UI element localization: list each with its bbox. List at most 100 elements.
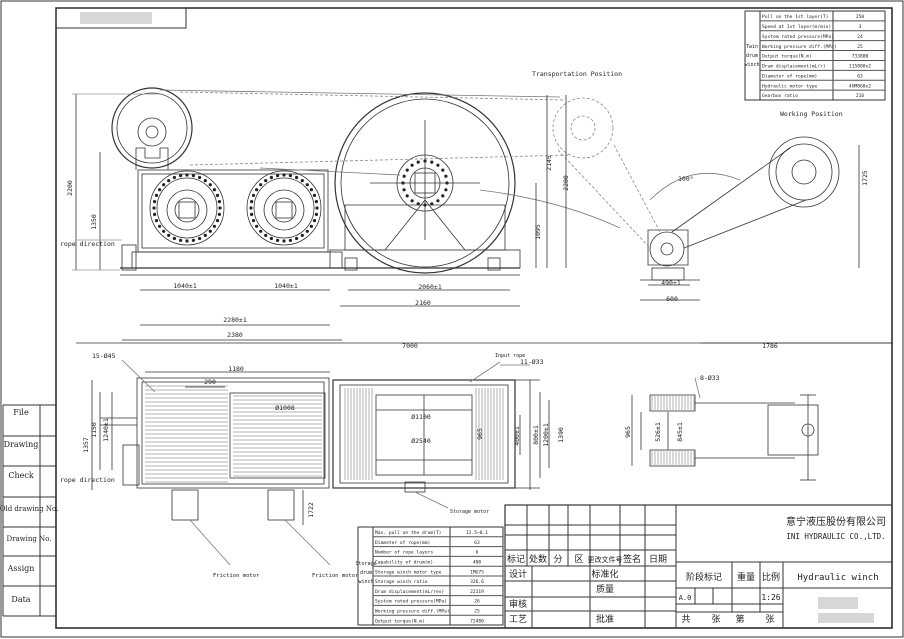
- bolt: [430, 202, 434, 206]
- spec-top-group-3: winch: [744, 62, 759, 68]
- dim-2145: 2145: [545, 155, 553, 171]
- spec_top-value: 3: [859, 24, 862, 30]
- spec_bottom-label: Drum displacement(mL/rev): [375, 589, 444, 595]
- side-label-drawing: Drawing: [4, 440, 39, 449]
- side-elevation-view: [72, 87, 893, 344]
- spec_top-value: 115800x2: [849, 64, 871, 70]
- dim-2160: 2160: [415, 299, 431, 307]
- bolt: [405, 168, 409, 172]
- tb-drawing-title: Hydraulic winch: [797, 573, 878, 583]
- bolt: [300, 233, 304, 237]
- spec-top-group-2: drum: [746, 53, 758, 59]
- bolt: [436, 163, 440, 167]
- bolt: [172, 175, 176, 180]
- label-rope-direction-bottom: rope direction: [60, 476, 115, 484]
- spec-bottom-group-3: winch: [358, 579, 373, 585]
- bolt: [444, 188, 448, 192]
- side-label-file: File: [13, 408, 29, 417]
- dim-2280: 2280±1: [223, 316, 247, 324]
- label-friction-motor-1: Friction motor: [213, 573, 260, 579]
- bolt: [158, 224, 162, 228]
- bolt: [185, 239, 189, 243]
- tb-header-zone: 区: [574, 554, 583, 565]
- bolt: [309, 224, 313, 228]
- spec_bottom-label: Storage winch ratio: [375, 579, 428, 585]
- bolt: [405, 194, 409, 198]
- spec_top-label: System rated pressure(MPa): [762, 34, 834, 40]
- title-block: [504, 504, 893, 629]
- spec_bottom-label: Number of rope layers: [375, 550, 433, 556]
- bolt: [198, 175, 202, 180]
- bolt: [154, 193, 159, 197]
- dim-7000: 7000: [402, 342, 418, 350]
- bolt: [154, 219, 159, 223]
- bolt: [203, 233, 207, 237]
- label-holes-left: 15-Ø45: [92, 352, 116, 360]
- tb-approve: 批准: [596, 613, 614, 625]
- dim-1095: 1095: [534, 224, 542, 240]
- bolt: [162, 229, 166, 233]
- dim-1100: Ø1100: [411, 413, 431, 421]
- bolt: [217, 212, 221, 216]
- spec-top-group-1: Twin: [746, 44, 758, 50]
- spec_top-value: 250: [856, 14, 865, 20]
- bolt: [288, 238, 292, 242]
- side-label-old-drawing: Old drawing No.: [0, 505, 58, 513]
- bolt: [250, 212, 254, 216]
- side-label-assign: Assign: [7, 564, 35, 573]
- bolt: [153, 212, 157, 216]
- tb-scale-value: 1:26: [761, 593, 780, 602]
- bolt: [269, 175, 273, 180]
- bolt: [158, 188, 162, 192]
- bolt: [410, 199, 414, 203]
- redacted-drawing-number: [818, 597, 858, 609]
- bolt: [269, 236, 273, 241]
- bolt: [250, 200, 254, 204]
- top-left-box: [55, 7, 187, 29]
- bolt: [312, 193, 317, 197]
- bolt: [217, 200, 221, 204]
- spec_top-label: Pull on the 1st layer(T): [762, 14, 828, 20]
- spec-bottom-group-1: Storage: [355, 561, 376, 567]
- tb-weight: 重量: [737, 571, 755, 583]
- dim-1040-a: 1040±1: [173, 282, 197, 290]
- spec_bottom-label: Output torque(N.m): [375, 618, 425, 624]
- bolt: [179, 174, 183, 178]
- label-storage-motor: Storage motor: [450, 509, 489, 515]
- dim-490: 490±1: [661, 279, 681, 287]
- bolt: [259, 229, 263, 233]
- dim-290: 290: [204, 378, 216, 386]
- bolt: [212, 188, 216, 192]
- bolt: [315, 206, 319, 210]
- dim-1040-b: 1040±1: [274, 282, 298, 290]
- label-friction-motor-2: Friction motor: [312, 573, 359, 579]
- bolt: [416, 160, 420, 164]
- tb-stage-value: A.0: [679, 594, 692, 602]
- spec_bottom-value: 63: [474, 540, 480, 546]
- tb-header-count: 处数: [529, 553, 547, 565]
- tb-scale: 比例: [762, 571, 780, 583]
- tb-sheet-total: 共: [681, 614, 690, 625]
- side-label-strip: [2, 404, 56, 617]
- dim-965-right: 965: [624, 426, 632, 438]
- spec-bottom-group-2: drum: [360, 570, 372, 576]
- label-working-position: Working Position: [780, 110, 843, 118]
- bolt: [167, 233, 171, 237]
- bolt: [312, 219, 317, 223]
- spec_top-value: 63: [857, 73, 863, 79]
- dim-1722: 1722: [307, 502, 315, 518]
- bolt: [251, 193, 256, 197]
- bolt: [445, 181, 449, 185]
- dim-845: 845±1: [676, 422, 684, 442]
- tb-sheet-unit-2: 张: [765, 614, 774, 625]
- dim-2540: Ø2540: [411, 437, 431, 445]
- dim-2060: 2060±1: [418, 283, 442, 291]
- dim-526: 526±1: [654, 422, 662, 442]
- spec_bottom-value: 72480: [470, 618, 484, 624]
- bolt: [255, 224, 259, 228]
- dim-1390: 1390: [557, 427, 565, 443]
- dim-600: 600: [666, 295, 678, 303]
- bolt: [305, 183, 309, 187]
